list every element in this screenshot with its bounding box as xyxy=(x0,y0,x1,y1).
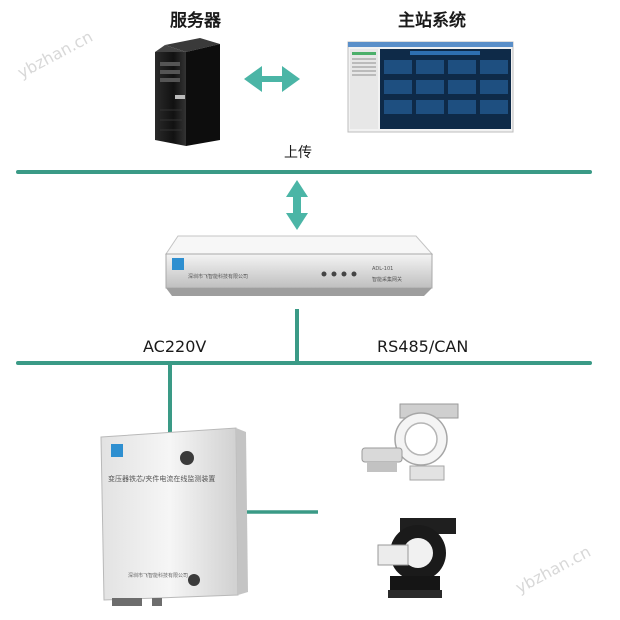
current-sensor-white xyxy=(361,403,459,481)
cabinet-company-text: 深圳市飞智能科技有限公司 xyxy=(128,573,189,579)
gateway-model-text: ADL-101 xyxy=(372,266,394,272)
master-station-label: 主站系统 xyxy=(398,11,466,31)
comm-bus-label: RS485/CAN xyxy=(377,337,469,356)
server-tower xyxy=(155,38,220,146)
gateway-name-text: 智能采集网关 xyxy=(372,277,403,283)
cabinet-title-text: 变压器铁芯/夹件电流在线监测装置 xyxy=(108,475,216,483)
monitoring-cabinet xyxy=(100,427,248,606)
upload-label: 上传 xyxy=(284,145,312,161)
gateway-brand-text: 深圳市飞智能科技有限公司 xyxy=(188,274,249,280)
ac-power-label: AC220V xyxy=(143,337,207,356)
server-label: 服务器 xyxy=(170,11,221,31)
current-sensor-black xyxy=(377,518,456,598)
master-station-screen xyxy=(347,41,514,133)
bus-gateway-arrow xyxy=(286,180,308,230)
gateway-device xyxy=(165,235,434,296)
server-master-arrow xyxy=(244,66,300,92)
